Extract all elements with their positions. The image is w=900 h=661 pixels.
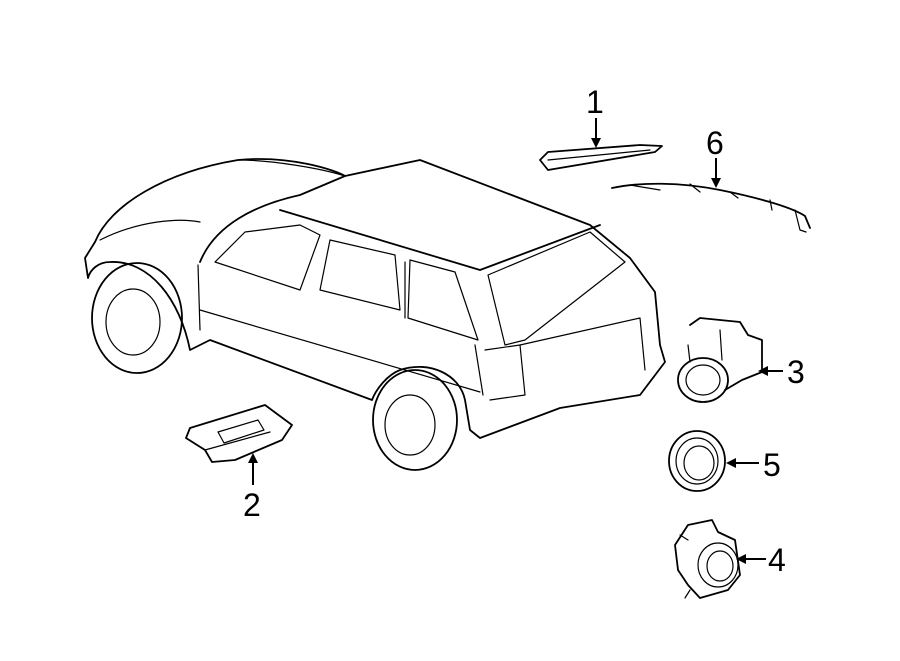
callout-6: 6 <box>706 125 724 161</box>
part-2-control-module: 2 <box>185 404 293 523</box>
part-3-park-sensor: 3 <box>677 317 805 403</box>
callout-2: 2 <box>243 487 261 523</box>
part-5-sensor-bezel: 5 <box>668 430 781 492</box>
part-1-high-mount-lamp: 1 <box>539 84 663 171</box>
part-6-wiring-harness: 6 <box>611 125 811 233</box>
vehicle-illustration <box>84 158 666 471</box>
callout-1: 1 <box>586 84 604 120</box>
callout-5: 5 <box>763 447 781 483</box>
part-4-sensor-bracket: 4 <box>674 519 786 599</box>
callout-4: 4 <box>768 542 786 578</box>
callout-3: 3 <box>787 354 805 390</box>
